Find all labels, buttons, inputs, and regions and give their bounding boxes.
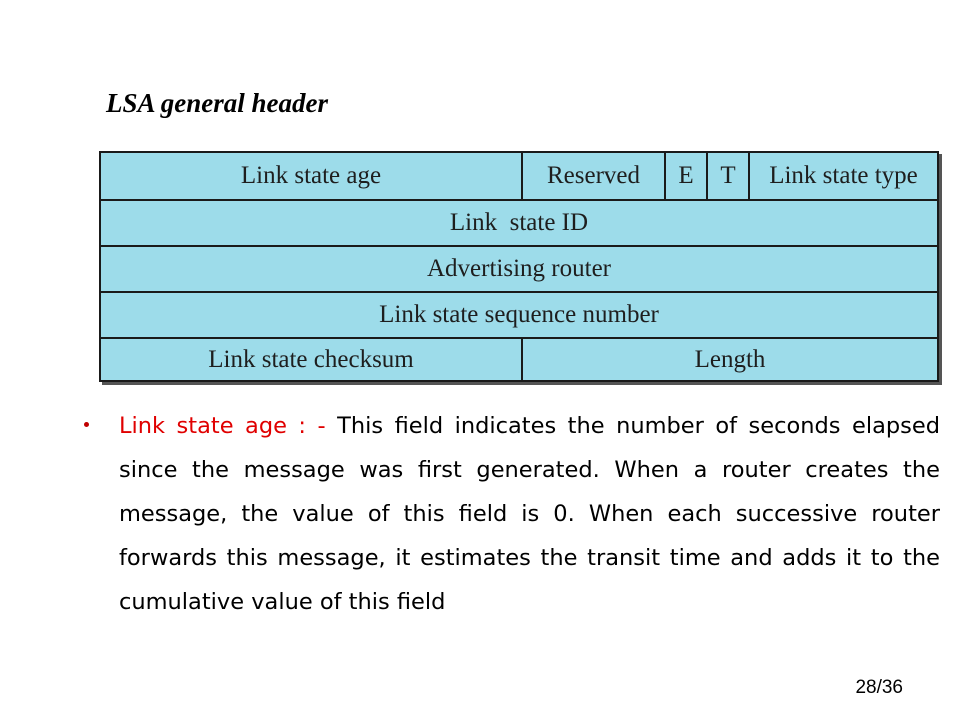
diagram-row-3: Advertising router	[101, 245, 937, 291]
diagram-row-1: Link state age Reserved E T Link state t…	[101, 153, 937, 199]
field-e-bit: E	[664, 153, 706, 199]
bullet-item: Link state age : - This field indicates …	[84, 404, 940, 624]
field-checksum: Link state checksum	[208, 345, 414, 373]
diagram-row-4: Link state sequence number	[101, 291, 937, 337]
field-advertising-router: Advertising router	[427, 255, 611, 282]
field-link-state-type: Link state type	[748, 153, 937, 199]
field-t-bit: T	[706, 153, 748, 199]
lsa-header-diagram: Link state age Reserved E T Link state t…	[99, 151, 939, 382]
slide-title: LSA general header	[106, 88, 329, 118]
bullet-term: Link state age : -	[119, 413, 326, 439]
page-number: 28/36	[855, 677, 903, 698]
bullet-body: This field indicates the number of secon…	[119, 413, 941, 615]
field-length: Length	[521, 339, 937, 380]
field-link-state-id: Link state ID	[449, 209, 589, 236]
field-sequence-number: Link state sequence number	[379, 301, 659, 328]
diagram-row-5: Link state checksum Length	[101, 337, 937, 380]
diagram-row-2: Link state ID	[101, 199, 937, 245]
bullet-paragraph: Link state age : - This field indicates …	[119, 404, 940, 624]
field-reserved: Reserved	[521, 153, 664, 199]
field-link-state-age: Link state age	[240, 162, 382, 189]
bullet-dot-icon	[84, 422, 89, 427]
